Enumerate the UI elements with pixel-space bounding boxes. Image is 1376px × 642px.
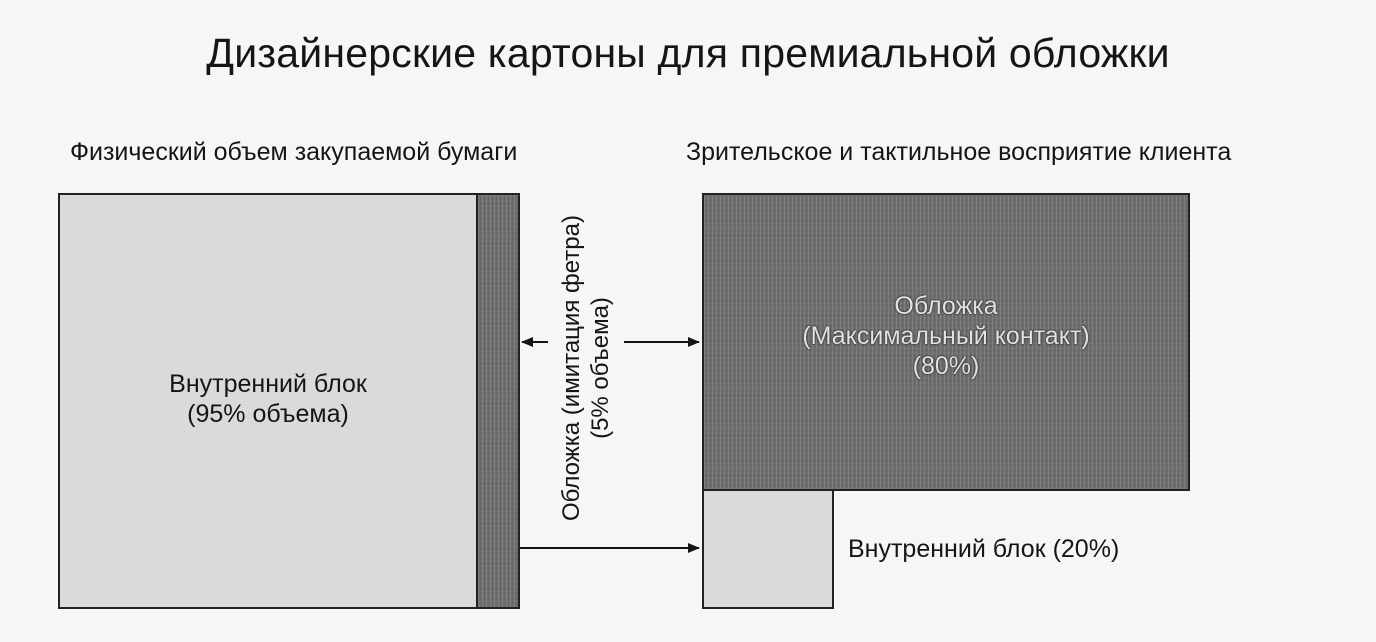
perceived-cover-share: (80%) (912, 352, 980, 380)
right-section-heading: Зрительское и тактильное восприятие клие… (686, 138, 1232, 166)
perceived-inner-block (702, 489, 834, 609)
perceived-inner-block-label: Внутренний блок (20%) (848, 535, 1120, 563)
physical-inner-block-share: (95% объема) (187, 400, 349, 428)
page-title: Дизайнерские картоны для премиальной обл… (206, 30, 1170, 76)
perceived-cover-block (702, 193, 1190, 491)
perceived-cover-label: Обложка (Максимальный контакт) (80%) (702, 291, 1190, 381)
physical-inner-block-name: Внутренний блок (169, 370, 367, 398)
left-section-heading: Физический объем закупаемой бумаги (70, 138, 518, 166)
physical-cover-strip (476, 193, 520, 609)
physical-inner-block-label: Внутренний блок (95% объема) (58, 369, 478, 429)
perceived-cover-name: Обложка (894, 292, 998, 320)
perceived-cover-note: (Максимальный контакт) (802, 322, 1090, 350)
